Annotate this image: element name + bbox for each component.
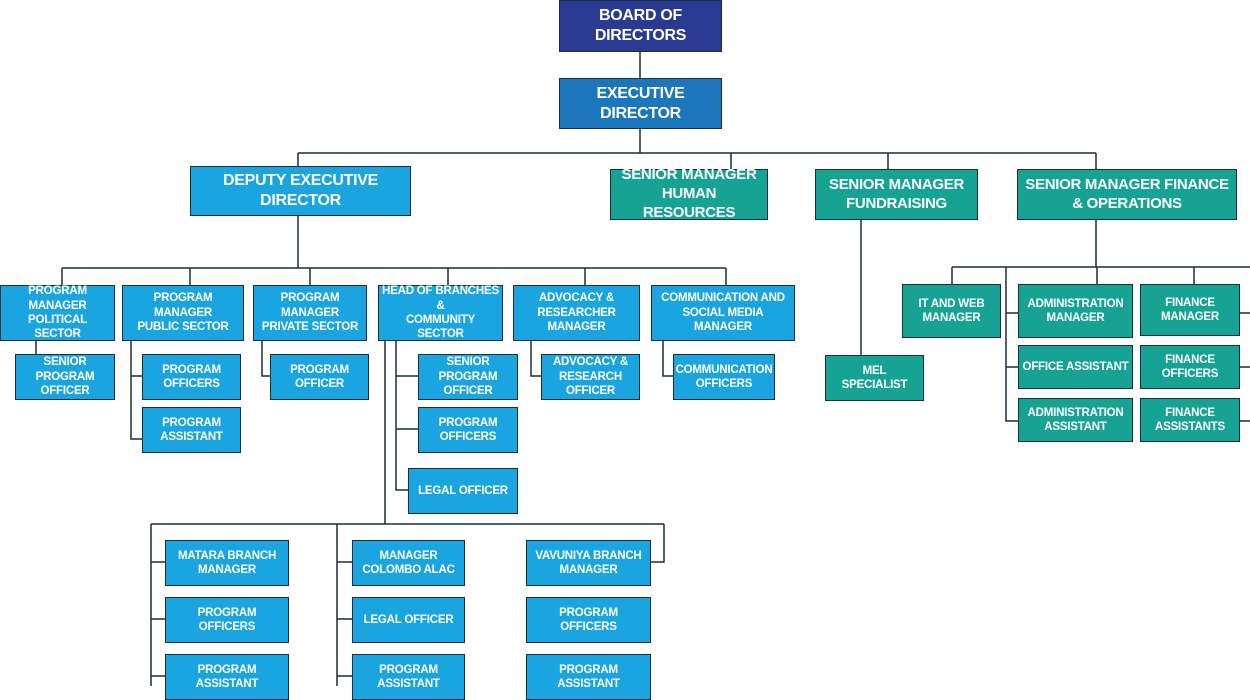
matara-program-officers-box: PROGRAM OFFICERS xyxy=(165,597,289,643)
colombo-program-assistant-box: PROGRAM ASSISTANT xyxy=(352,654,465,700)
advocacy-manager-box: ADVOCACY & RESEARCHER MANAGER xyxy=(513,285,640,341)
program-officers-public-box: PROGRAM OFFICERS xyxy=(142,354,241,400)
colombo-legal-officer-box: LEGAL OFFICER xyxy=(352,597,465,643)
deputy-executive-director-box: DEPUTY EXECUTIVE DIRECTOR xyxy=(190,166,411,216)
legal-officer-community-box: LEGAL OFFICER xyxy=(408,468,518,514)
senior-program-officer-community-box: SENIOR PROGRAM OFFICER xyxy=(418,354,518,400)
head-of-branches-box: HEAD OF BRANCHES & COMMUNITY SECTOR xyxy=(378,285,503,341)
communication-manager-box: COMMUNICATION AND SOCIAL MEDIA MANAGER xyxy=(651,285,795,341)
program-manager-private-box: PROGRAM MANAGER PRIVATE SECTOR xyxy=(253,285,367,341)
vavuniya-program-assistant-box: PROGRAM ASSISTANT xyxy=(526,654,651,700)
vavuniya-program-officers-box: PROGRAM OFFICERS xyxy=(526,597,651,643)
finance-officers-box: FINANCE OFFICERS xyxy=(1140,345,1240,389)
advocacy-officer-box: ADVOCACY & RESEARCH OFFICER xyxy=(541,354,640,400)
administration-manager-box: ADMINISTRATION MANAGER xyxy=(1018,284,1133,338)
board-of-directors-box: BOARD OF DIRECTORS xyxy=(559,0,722,52)
communication-officers-box: COMMUNICATION OFFICERS xyxy=(673,354,775,400)
senior-program-officer-political-box: SENIOR PROGRAM OFFICER xyxy=(15,354,115,400)
matara-program-assistant-box: PROGRAM ASSISTANT xyxy=(165,654,289,700)
matara-branch-manager-box: MATARA BRANCH MANAGER xyxy=(165,540,289,586)
executive-director-box: EXECUTIVE DIRECTOR xyxy=(559,78,722,129)
program-officers-community-box: PROGRAM OFFICERS xyxy=(418,407,518,453)
program-assistant-public-box: PROGRAM ASSISTANT xyxy=(142,407,241,453)
program-manager-political-box: PROGRAM MANAGER POLITICAL SECTOR xyxy=(0,285,115,341)
program-officer-private-box: PROGRAM OFFICER xyxy=(270,354,369,400)
senior-manager-finance-operations-box: SENIOR MANAGER FINANCE & OPERATIONS xyxy=(1017,169,1237,220)
it-web-manager-box: IT AND WEB MANAGER xyxy=(902,284,1001,338)
senior-manager-fundraising-box: SENIOR MANAGER FUNDRAISING xyxy=(815,169,978,220)
vavuniya-branch-manager-box: VAVUNIYA BRANCH MANAGER xyxy=(526,540,651,586)
office-assistant-box: OFFICE ASSISTANT xyxy=(1018,345,1133,389)
senior-manager-hr-box: SENIOR MANAGER HUMAN RESOURCES xyxy=(610,166,768,221)
finance-assistants-box: FINANCE ASSISTANTS xyxy=(1140,398,1240,442)
program-manager-public-box: PROGRAM MANAGER PUBLIC SECTOR xyxy=(122,285,244,341)
administration-assistant-box: ADMINISTRATION ASSISTANT xyxy=(1018,398,1133,442)
finance-manager-box: FINANCE MANAGER xyxy=(1140,284,1240,336)
mel-specialist-box: MEL SPECIALIST xyxy=(825,355,924,401)
colombo-alac-manager-box: MANAGER COLOMBO ALAC xyxy=(352,540,465,586)
